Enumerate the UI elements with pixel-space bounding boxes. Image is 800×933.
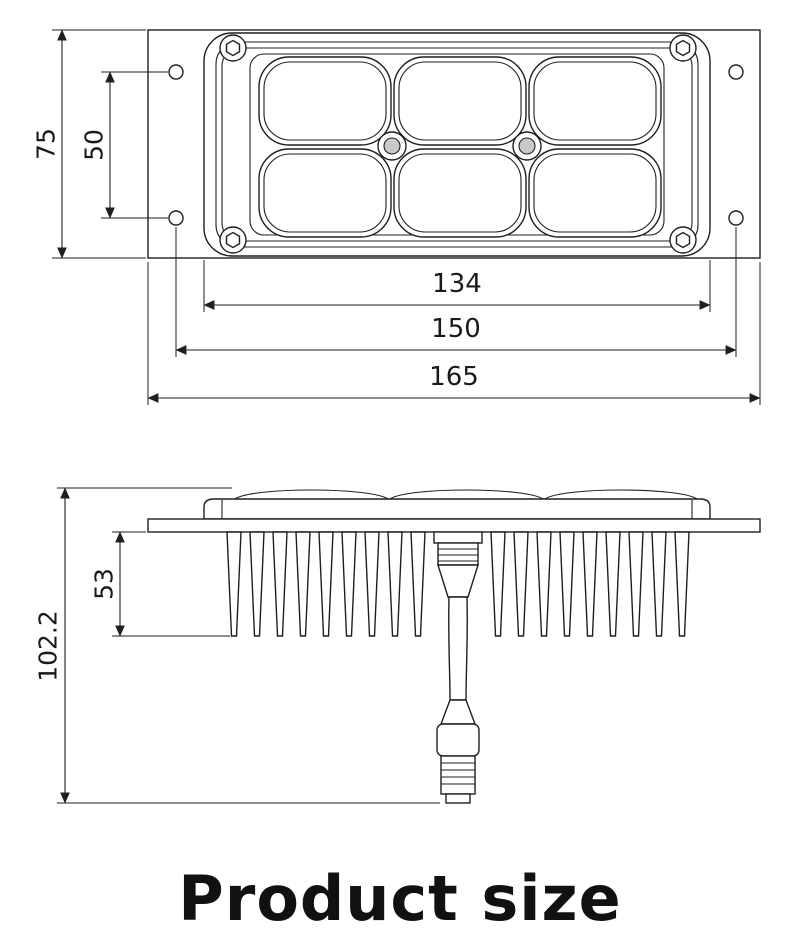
heatsink-fin [582, 531, 598, 637]
dim-label-165: 165 [429, 362, 479, 392]
dimension-165: 165 [147, 262, 761, 405]
dimension-134: 134 [203, 260, 711, 312]
heatsink-fin [249, 531, 265, 637]
cable-connector [436, 699, 480, 804]
dim-label-150: 150 [431, 314, 481, 344]
lens-dome-1 [234, 489, 389, 500]
dimension-102-2: 102.2 [34, 487, 440, 804]
dimension-150: 150 [175, 227, 737, 357]
dim-label-53: 53 [90, 568, 119, 600]
dimension-50: 50 [80, 71, 168, 219]
lens-bezel-outer [215, 41, 699, 248]
corner-screw-bottom-left [219, 226, 247, 254]
heatsink-fin [364, 531, 380, 637]
lens-3 [528, 56, 662, 146]
heatsink-fin [513, 531, 529, 637]
heatsink-fin [387, 531, 403, 637]
lens-1 [258, 56, 392, 146]
heatsink-fin [674, 531, 690, 637]
page-title: Product size [178, 862, 622, 933]
dimension-53: 53 [90, 531, 230, 637]
lens-6 [528, 148, 662, 238]
lens-dome-2 [389, 489, 544, 500]
heatsink-fin [559, 531, 575, 637]
power-cable [448, 596, 468, 701]
mounting-hole-top-left [168, 64, 184, 80]
center-screw-left [377, 131, 407, 161]
heatsink-fin [226, 531, 242, 637]
lens-4 [258, 148, 392, 238]
side-view [147, 489, 761, 804]
heatsink-fin [536, 531, 552, 637]
heatsink-fin [628, 531, 644, 637]
mounting-hole-bottom-right [728, 210, 744, 226]
lens-2 [393, 56, 527, 146]
heatsink-fin [341, 531, 357, 637]
heatsink-fin [490, 531, 506, 637]
dim-label-50: 50 [80, 129, 109, 161]
base-plate-side [147, 518, 761, 533]
heatsink-fin [651, 531, 667, 637]
heatsink-fin [272, 531, 288, 637]
cable-gland [433, 531, 483, 598]
corner-screw-top-right [669, 34, 697, 62]
heatsink-fin [318, 531, 334, 637]
heatsink-fin [410, 531, 426, 637]
dim-label-102-2: 102.2 [34, 610, 63, 682]
lens-bezel-inner [221, 47, 693, 242]
top-view [147, 29, 761, 259]
technical-drawing: 75 50 134 150 165 [32, 29, 761, 804]
center-screw-right [512, 131, 542, 161]
mounting-hole-top-right [728, 64, 744, 80]
corner-screw-bottom-right [669, 226, 697, 254]
dim-label-134: 134 [432, 269, 482, 299]
lens-dome-3 [544, 489, 698, 500]
dim-label-75: 75 [32, 128, 61, 160]
dimension-75: 75 [32, 29, 146, 259]
side-view-dimensions: 53 102.2 [34, 487, 440, 804]
lens-profile-base [203, 498, 711, 520]
top-view-dimensions: 75 50 134 150 165 [32, 29, 761, 405]
lens-5 [393, 148, 527, 238]
mounting-hole-bottom-left [168, 210, 184, 226]
corner-screw-top-left [219, 34, 247, 62]
heatsink-fin [605, 531, 621, 637]
heatsink-fin [295, 531, 311, 637]
